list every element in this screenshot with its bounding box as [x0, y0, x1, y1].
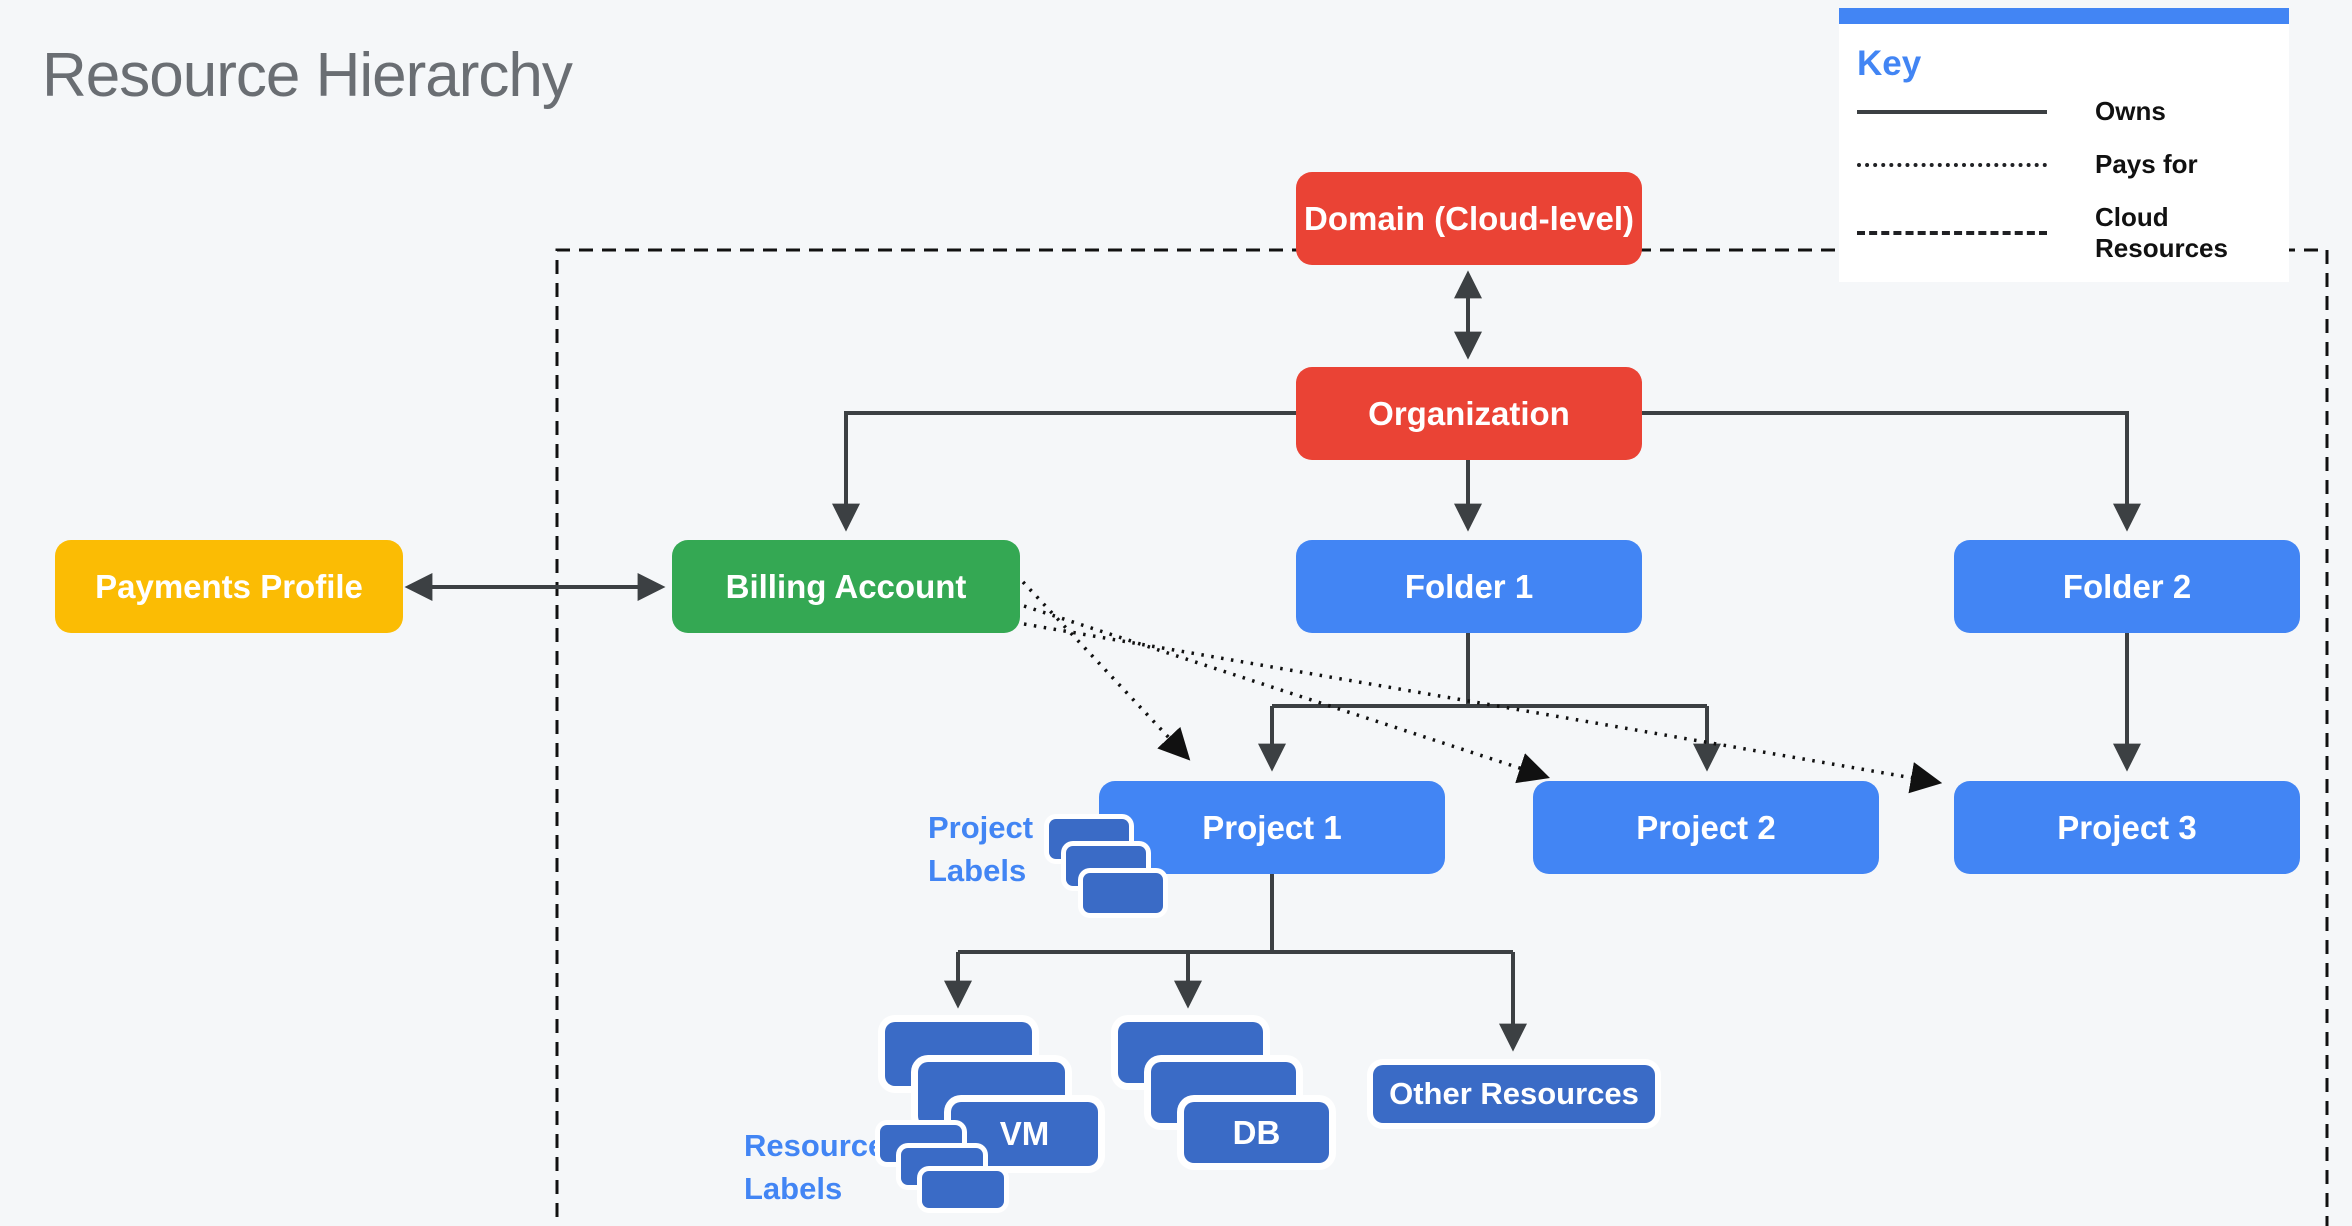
node-project-1: Project 1: [1099, 781, 1445, 874]
legend-body: Key Owns Pays for Cloud Resources: [1839, 24, 2289, 282]
node-folder-1: Folder 1: [1296, 540, 1642, 633]
edge-billing-project1: [1021, 580, 1191, 761]
legend-label: Cloud Resources: [2095, 202, 2228, 263]
edge-organization-billing: [832, 411, 1296, 532]
legend-heading: Key: [1857, 44, 1922, 83]
project-labels-annotation: Project Labels: [928, 810, 1034, 888]
legend-row-pays-for: Pays for: [1857, 149, 2289, 180]
edge-billing-project3: [1023, 622, 1943, 794]
node-project-3: Project 3: [1954, 781, 2300, 874]
legend-label: Owns: [2095, 96, 2166, 126]
owns-connectors: [404, 270, 2141, 1052]
node-vm: VM: [951, 1102, 1098, 1166]
edge-folder1-branch: [1272, 633, 1707, 708]
edge-project1-branch: [958, 874, 1513, 954]
legend-top-bar: [1839, 8, 2289, 24]
legend-panel: Key Owns Pays for Cloud Resources: [1839, 8, 2289, 282]
legend-row-owns: Owns: [1857, 96, 2289, 127]
legend-label: Pays for: [2095, 149, 2198, 179]
node-other-resources: Other Resources: [1373, 1065, 1655, 1123]
edge-billing-project2: [1023, 604, 1550, 784]
dotted-line-sample: [1857, 162, 2047, 167]
node-organization: Organization: [1296, 367, 1642, 460]
edge-organization-folder2: [1640, 411, 2141, 532]
node-db: DB: [1184, 1102, 1329, 1163]
solid-line-sample: [1857, 109, 2047, 114]
node-project-2: Project 2: [1533, 781, 1879, 874]
node-folder-2: Folder 2: [1954, 540, 2300, 633]
node-billing-account: Billing Account: [672, 540, 1020, 633]
dashed-line-sample: [1857, 231, 2047, 235]
label-card: [1083, 873, 1163, 913]
node-domain: Domain (Cloud-level): [1296, 172, 1642, 265]
page-title: Resource Hierarchy: [42, 41, 573, 110]
legend-row-cloud-resources: Cloud Resources: [1857, 202, 2289, 264]
pays-for-connectors: [1021, 580, 1943, 794]
resource-labels-annotation: Resource Labels: [744, 1128, 886, 1206]
node-payments-profile: Payments Profile: [55, 540, 403, 633]
label-card: [922, 1171, 1004, 1208]
